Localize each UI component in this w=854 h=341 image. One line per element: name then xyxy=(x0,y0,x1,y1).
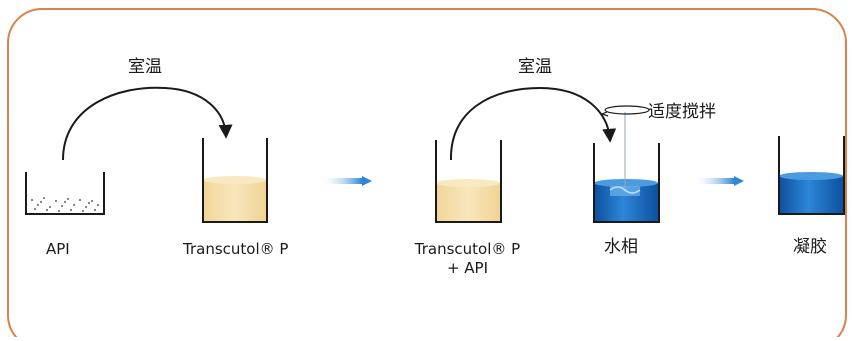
api-label: API xyxy=(46,240,70,258)
api-powder xyxy=(31,197,99,212)
water-phase-label: 水相 xyxy=(604,237,638,257)
frame-border xyxy=(7,8,847,341)
step-arrow-1 xyxy=(320,176,372,186)
rotation-icon xyxy=(600,105,650,117)
api-beaker xyxy=(25,172,105,215)
room-temp-label-2: 室温 xyxy=(518,57,552,77)
gel-label: 凝胶 xyxy=(793,237,827,257)
room-temp-label-1: 室温 xyxy=(128,57,162,77)
step-arrow-2 xyxy=(692,176,744,186)
transcutol-api-beaker xyxy=(435,140,502,223)
transcutol-label: Transcutol® P xyxy=(183,240,289,258)
stirring-label: 适度搅拌 xyxy=(648,102,716,122)
transcutol-beaker xyxy=(202,138,268,223)
transcutol-api-label-line2: + API xyxy=(446,259,489,277)
transfer-arrow-2 xyxy=(449,86,617,161)
gel-beaker xyxy=(778,136,845,215)
transfer-arrow-1 xyxy=(62,86,233,161)
water-phase-beaker xyxy=(593,112,660,223)
transcutol-api-label-line1: Transcutol® P xyxy=(414,240,521,258)
